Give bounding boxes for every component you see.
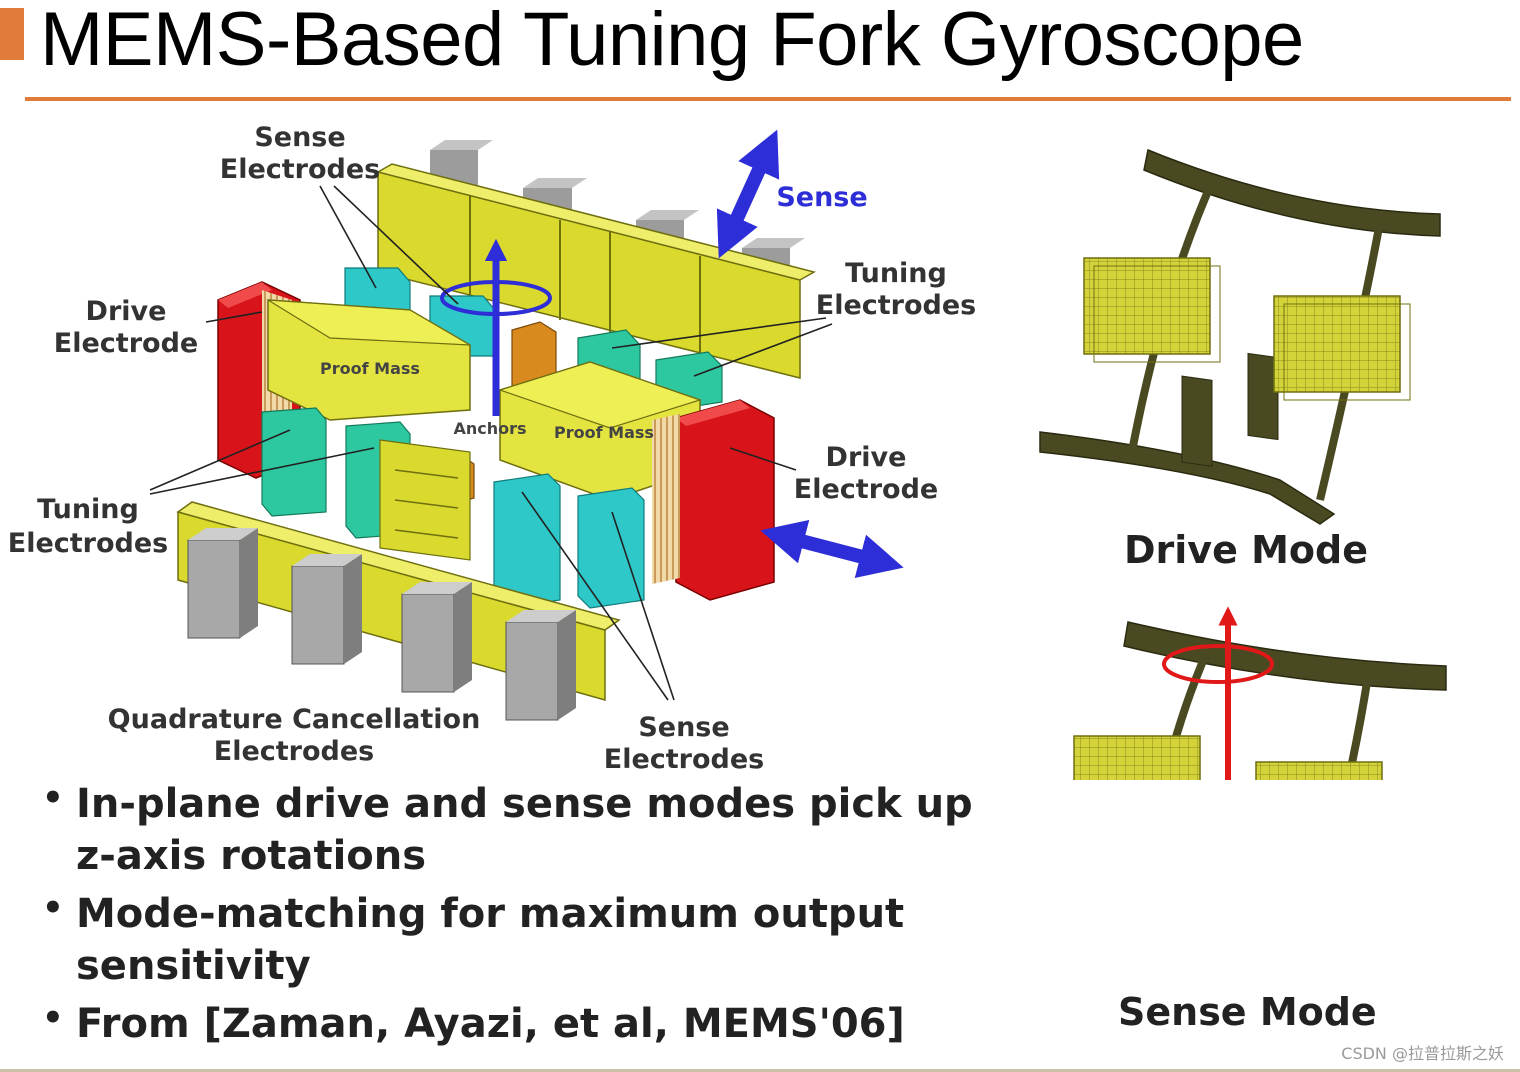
label-anchors: Anchors [453, 419, 526, 438]
title-accent-square [0, 8, 24, 60]
leader-lines [149, 185, 833, 701]
sense-mode-label: Sense Mode [1118, 990, 1377, 1034]
sense-rotation-ring [1162, 644, 1274, 684]
rotation-ring [440, 280, 552, 316]
label-proof-mass-right: Proof Mass [554, 423, 654, 442]
label-drive-electrode-left-2: Electrode [54, 328, 198, 359]
proof-mass-right [498, 361, 702, 501]
back-frame [376, 163, 816, 379]
gyroscope-diagram: Sense Electrodes Drive Electrode Tuning … [8, 122, 1447, 780]
label-sense-axis: Sense [776, 182, 867, 213]
proof-mass-left [267, 299, 471, 421]
front-frame [176, 439, 621, 701]
label-tuning-electrodes-left-1: Tuning [37, 494, 139, 525]
label-drive-electrode-right-2: Electrode [794, 474, 938, 505]
label-sense-electrodes-top-1: Sense [254, 122, 345, 153]
watermark: CSDN @拉普拉斯之妖 [1341, 1044, 1504, 1063]
drive-electrode-right [652, 399, 775, 601]
bullet-item: In-plane drive and sense modes pick up z… [40, 772, 1000, 882]
drive-mode-illustration [1039, 148, 1441, 525]
bullet-list: In-plane drive and sense modes pick up z… [40, 772, 1000, 1056]
label-proof-mass-left: Proof Mass [320, 359, 420, 378]
label-quadrature-1: Quadrature Cancellation [108, 704, 481, 735]
label-tuning-electrodes-left-2: Electrodes [8, 528, 169, 559]
label-quadrature-2: Electrodes [214, 736, 375, 767]
label-drive-electrode-left-1: Drive [86, 296, 167, 327]
bottom-rule [0, 1069, 1520, 1072]
gyroscope-structure: Sense Electrodes Drive Electrode Tuning … [8, 122, 977, 775]
label-sense-electrodes-bottom-2: Electrodes [604, 744, 765, 775]
sense-mode-illustration [1073, 606, 1447, 780]
label-sense-electrodes-bottom-1: Sense [638, 712, 729, 743]
bullet-item: Mode-matching for maximum output sensiti… [40, 882, 1000, 992]
title-underline [25, 97, 1511, 101]
drive-mode-label: Drive Mode [1124, 528, 1368, 572]
tuning-electrode-left-1 [261, 407, 327, 517]
sense-electrode-bottom-2 [577, 487, 645, 609]
diagram-labels: Sense Electrodes Drive Electrode Tuning … [8, 122, 977, 775]
label-tuning-electrodes-right-2: Electrodes [816, 290, 977, 321]
slide-title: MEMS-Based Tuning Fork Gyroscope [40, 0, 1304, 82]
label-sense-electrodes-top-2: Electrodes [220, 154, 381, 185]
label-tuning-electrodes-right-1: Tuning [845, 258, 947, 289]
drive-direction-arrow [760, 519, 904, 579]
bullet-item: From [Zaman, Ayazi, et al, MEMS'06] [40, 992, 1000, 1050]
label-drive-electrode-right-1: Drive [826, 442, 907, 473]
sense-direction-arrow [716, 129, 780, 259]
front-quadrature-blocks [187, 528, 576, 721]
